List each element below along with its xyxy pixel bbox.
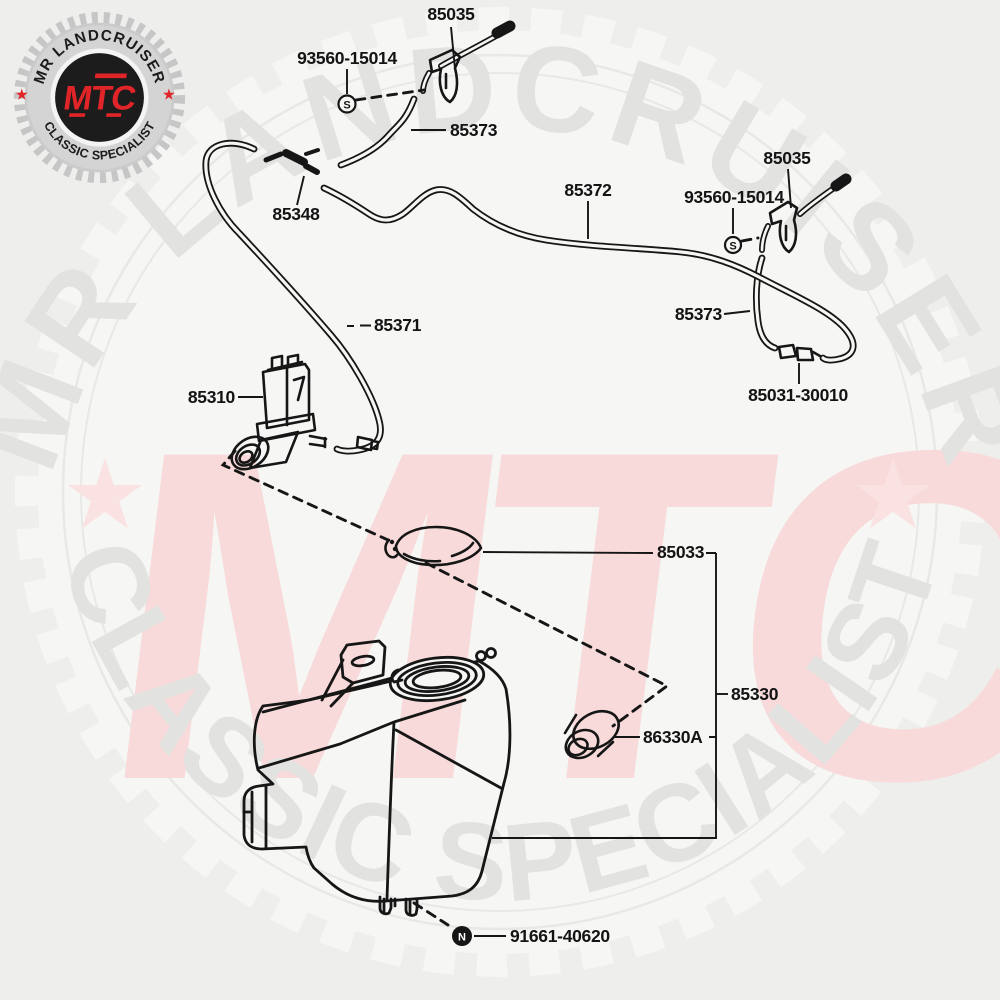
pump-cap-mid bbox=[234, 443, 262, 467]
jar-neck-clip-1 bbox=[475, 650, 487, 662]
leader-lines bbox=[238, 26, 800, 937]
label-hose-top: 85373 bbox=[450, 120, 498, 140]
label-hose-pump: 85371 bbox=[374, 315, 422, 335]
jar-85330 bbox=[242, 639, 512, 917]
jar-crease-lines bbox=[257, 676, 503, 901]
dashed-cap-to-grommet bbox=[424, 561, 670, 728]
label-screw-top: 93560-15014 bbox=[297, 48, 397, 68]
badge-logo-top-bar bbox=[94, 73, 127, 79]
jar-bottom-studs bbox=[378, 895, 419, 917]
hose-joint-piece-1 bbox=[777, 343, 798, 360]
mtc-logo-watermark: MTC bbox=[81, 353, 1000, 878]
pump-collar bbox=[255, 412, 317, 443]
jar-outline bbox=[242, 659, 512, 903]
tee-joint-barb-left bbox=[263, 151, 284, 163]
bracket-jar bbox=[492, 553, 717, 839]
nut-symbol-icon bbox=[452, 926, 472, 946]
label-jar: 85330 bbox=[731, 684, 779, 704]
jar-foot-detail bbox=[242, 784, 268, 850]
hose-joint-nub bbox=[811, 350, 822, 358]
badge-logo-bottom-bar-left bbox=[69, 113, 86, 117]
mtc-logo-watermark-text: MTC bbox=[81, 353, 1000, 878]
leader-nozzle-top bbox=[450, 26, 456, 70]
dashed-pump-to-cap bbox=[220, 449, 390, 542]
watermark-layer: MTC MR LANDCRUISER CLASSIC SPECIALIST bbox=[0, 7, 1000, 977]
jar-neck-ring-3 bbox=[403, 665, 471, 693]
grommet-mid bbox=[564, 728, 600, 760]
mtc-badge-logo: MR LANDCRUISER CLASSIC SPECIALIST MTC bbox=[13, 11, 186, 184]
screw-symbol-right-icon bbox=[723, 235, 743, 255]
leader-tee-joint bbox=[296, 175, 305, 206]
gear-teeth-watermark bbox=[15, 7, 985, 977]
label-grommet: 86330A bbox=[643, 727, 703, 747]
label-pump: 85310 bbox=[188, 387, 236, 407]
grommet-side-lines bbox=[563, 713, 615, 758]
ring-line-outer bbox=[61, 53, 939, 931]
cap-body bbox=[394, 525, 483, 567]
nozzle-right-body bbox=[768, 200, 799, 254]
screw-symbol-top-icon bbox=[337, 94, 357, 114]
jar-bracket-arm bbox=[320, 658, 355, 708]
jar-neck-opening bbox=[411, 668, 463, 690]
label-nozzle-right: 85035 bbox=[763, 148, 811, 168]
label-nut: 91661-40620 bbox=[510, 926, 610, 946]
nut-symbol-letter: N bbox=[458, 932, 466, 944]
fastener-symbols: S S N bbox=[337, 94, 743, 946]
pump-cap-inner bbox=[238, 449, 254, 465]
jar-bracket-tab bbox=[339, 639, 387, 685]
tee-joint-barb-down bbox=[303, 163, 320, 175]
jar-neck-clip-2 bbox=[485, 647, 497, 659]
screw-symbol-right-letter: S bbox=[729, 241, 736, 253]
part-labels: 85035 93560-15014 85373 85348 85372 8503… bbox=[188, 4, 849, 946]
assembly-dashed-lines bbox=[220, 88, 760, 927]
pump-lower-housing bbox=[248, 430, 300, 470]
label-cap: 85033 bbox=[657, 542, 705, 562]
cap-85033 bbox=[384, 525, 483, 567]
pump-outlet-fitting bbox=[355, 435, 380, 452]
label-hose-joint-right: 85031-30010 bbox=[748, 385, 848, 405]
tee-joint-barb-up bbox=[304, 148, 320, 156]
pump-cap-outer bbox=[230, 435, 270, 471]
tee-joint-85348 bbox=[263, 148, 320, 175]
label-nozzle-top: 85035 bbox=[427, 4, 475, 24]
nozzle-top-body bbox=[428, 48, 462, 104]
grommet-86330A bbox=[563, 709, 620, 760]
pump-body-detail bbox=[285, 366, 306, 427]
diagram-layer: S S N 85035 93560- bbox=[188, 4, 853, 946]
pump-body bbox=[261, 362, 311, 430]
cap-dot-1 bbox=[389, 539, 395, 545]
dashed-stud-to-nut bbox=[412, 901, 450, 927]
leader-hose-pump bbox=[347, 324, 371, 327]
cap-dot-2 bbox=[392, 546, 398, 552]
nozzle-top-tip bbox=[491, 20, 516, 39]
jar-neck-ring-2 bbox=[396, 661, 478, 697]
hose-joint-85031 bbox=[777, 343, 822, 362]
badge-logo-text: MTC bbox=[61, 80, 138, 118]
jar-neck-tab bbox=[390, 668, 404, 684]
label-screw-right: 93560-15014 bbox=[684, 187, 784, 207]
cap-hinge bbox=[384, 538, 399, 559]
nozzle-right-tip bbox=[830, 173, 852, 192]
badge-logo-bottom-bar-right bbox=[106, 113, 122, 117]
leader-nozzle-right bbox=[787, 168, 792, 209]
label-hose-right: 85373 bbox=[675, 304, 723, 324]
hose-joint-piece-2 bbox=[795, 346, 815, 362]
pump-85310 bbox=[230, 353, 380, 471]
leader-hose-right bbox=[723, 310, 751, 315]
nozzle-top-85035 bbox=[423, 20, 516, 104]
screw-symbol-top-letter: S bbox=[343, 100, 350, 112]
cap-detail-lines bbox=[402, 541, 475, 563]
grommet-bore bbox=[567, 737, 589, 757]
jar-bracket-slot bbox=[350, 654, 376, 668]
badge-mtc-logo: MTC bbox=[61, 73, 138, 118]
dashed-screw-right bbox=[740, 236, 760, 243]
dashed-screw-top bbox=[354, 88, 426, 102]
tee-joint-body bbox=[282, 149, 308, 166]
nozzle-right-85035 bbox=[762, 173, 852, 254]
leader-cap bbox=[482, 551, 716, 554]
label-hose-main: 85372 bbox=[564, 180, 612, 200]
label-tee-joint: 85348 bbox=[272, 204, 320, 224]
pump-outlet-barb bbox=[308, 434, 328, 449]
